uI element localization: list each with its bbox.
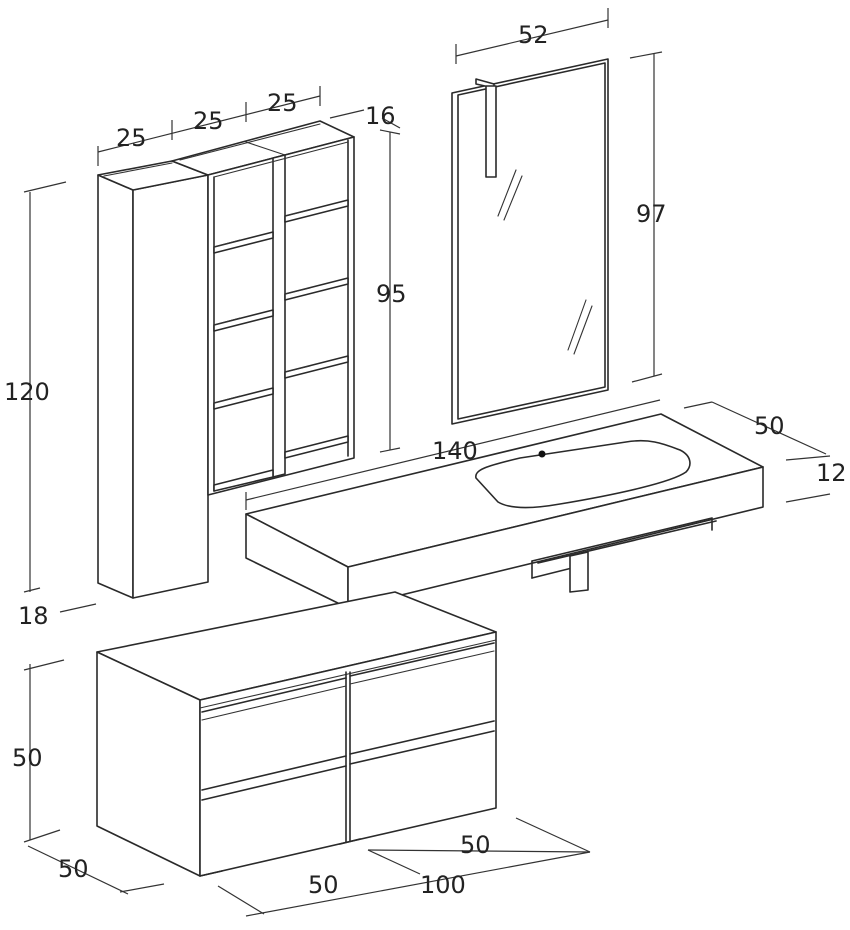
open-shelf-unit <box>171 120 355 496</box>
dim-tall-unit-depth: 18 <box>18 602 49 630</box>
dim-top-depth: 50 <box>754 412 785 440</box>
dimension-labels: 25 25 25 16 95 120 18 52 97 140 50 12 50… <box>4 21 847 899</box>
dimension-lines <box>23 8 831 917</box>
dim-shelf-depth: 16 <box>365 102 396 130</box>
dim-shelf-2-width: 25 <box>267 89 298 117</box>
dim-tall-unit-width: 25 <box>116 124 147 152</box>
washbasin-top <box>245 413 764 609</box>
tall-column-unit <box>97 160 209 599</box>
dim-top-thickness: 12 <box>816 459 847 487</box>
dim-base-right-width: 50 <box>460 831 491 859</box>
dim-base-left-width: 50 <box>308 871 339 899</box>
dim-shelf-1-width: 25 <box>193 107 224 135</box>
dim-top-length: 140 <box>432 437 478 465</box>
base-cabinet <box>96 591 497 877</box>
dim-shelf-height: 95 <box>376 280 407 308</box>
dim-base-depth: 50 <box>58 855 89 883</box>
mirror <box>451 58 609 425</box>
dim-mirror-height: 97 <box>636 200 667 228</box>
dim-base-total-width: 100 <box>420 871 466 899</box>
dim-tall-unit-height: 120 <box>4 378 50 406</box>
dim-base-height: 50 <box>12 744 43 772</box>
dim-mirror-width: 52 <box>518 21 549 49</box>
